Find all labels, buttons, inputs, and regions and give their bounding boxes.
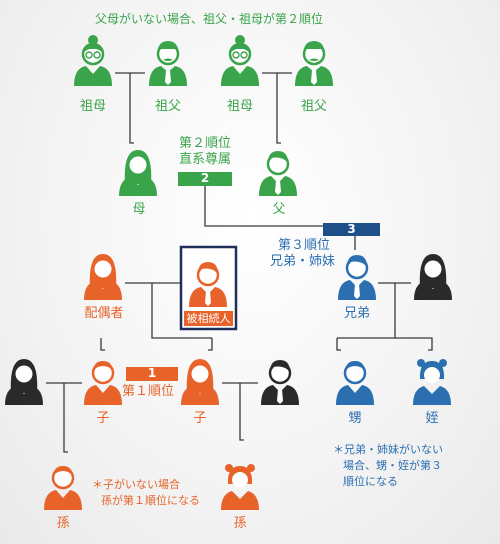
rank1-bar: [126, 367, 178, 381]
decedent-label-box: [184, 311, 233, 326]
header-note: 父母がいない場合、祖父・祖母が第２順位: [95, 12, 324, 26]
label-grandmother: 祖母: [79, 99, 106, 114]
spouse-icon: [84, 254, 122, 300]
rank3-bar: [323, 223, 380, 236]
rank2-number: 2: [200, 171, 210, 185]
child-icon: [82, 359, 124, 407]
rank2-label-line1: 第２順位: [178, 136, 231, 151]
rank1-number: 1: [147, 366, 157, 380]
rank1-label: 第１順位: [122, 384, 175, 399]
mother-icon: [119, 150, 157, 196]
father-icon: [257, 149, 299, 198]
grandmother-icon: [72, 33, 114, 88]
rank3-number: 3: [347, 222, 356, 236]
label-decedent: 被相続人: [186, 312, 231, 325]
label-grandfather: 祖父: [154, 99, 181, 114]
sibling-note-line3: 順位になる: [343, 475, 398, 488]
grandfather-icon: [293, 39, 335, 88]
label-sibling: 兄弟: [343, 306, 370, 321]
grandchild-note-line1: ＊子がいない場合: [92, 478, 180, 491]
label-grandchild: 孫: [233, 516, 247, 531]
sibling-note-line1: ＊兄弟・姉妹がいない: [333, 443, 443, 456]
grandchild-note-line2: 孫が第１順位になる: [101, 494, 200, 507]
label-child: 子: [193, 411, 207, 426]
sibling-note-line2: 場合、甥・姪が第３: [343, 459, 442, 472]
rank2-label-line2: 直系尊属: [178, 152, 231, 167]
grandfather-icon: [147, 39, 189, 88]
label-spouse: 配偶者: [84, 306, 124, 321]
label-grandmother: 祖母: [226, 99, 253, 114]
child-spouse-icon: [5, 359, 43, 405]
child-spouse-icon: [259, 358, 301, 407]
label-grandchild: 孫: [56, 516, 70, 531]
grandchild-icon: [221, 464, 259, 510]
grandchild-icon: [42, 464, 84, 512]
label-mother: 母: [132, 202, 146, 217]
label-father: 父: [272, 202, 286, 217]
label-grandfather: 祖父: [300, 99, 327, 114]
label-niece: 姪: [425, 411, 439, 426]
nephew-icon: [334, 359, 376, 407]
niece-icon: [413, 359, 451, 405]
grandmother-icon: [219, 33, 261, 88]
rank2-bar: [178, 172, 232, 186]
child-icon: [181, 359, 219, 405]
rank3-label-line1: 第３順位: [278, 238, 331, 253]
label-child: 子: [96, 411, 110, 426]
label-nephew: 甥: [348, 411, 362, 426]
sibling-icon: [336, 253, 378, 302]
sibling-spouse-icon: [414, 254, 452, 300]
rank3-label-line2: 兄弟・姉妹: [270, 254, 336, 269]
